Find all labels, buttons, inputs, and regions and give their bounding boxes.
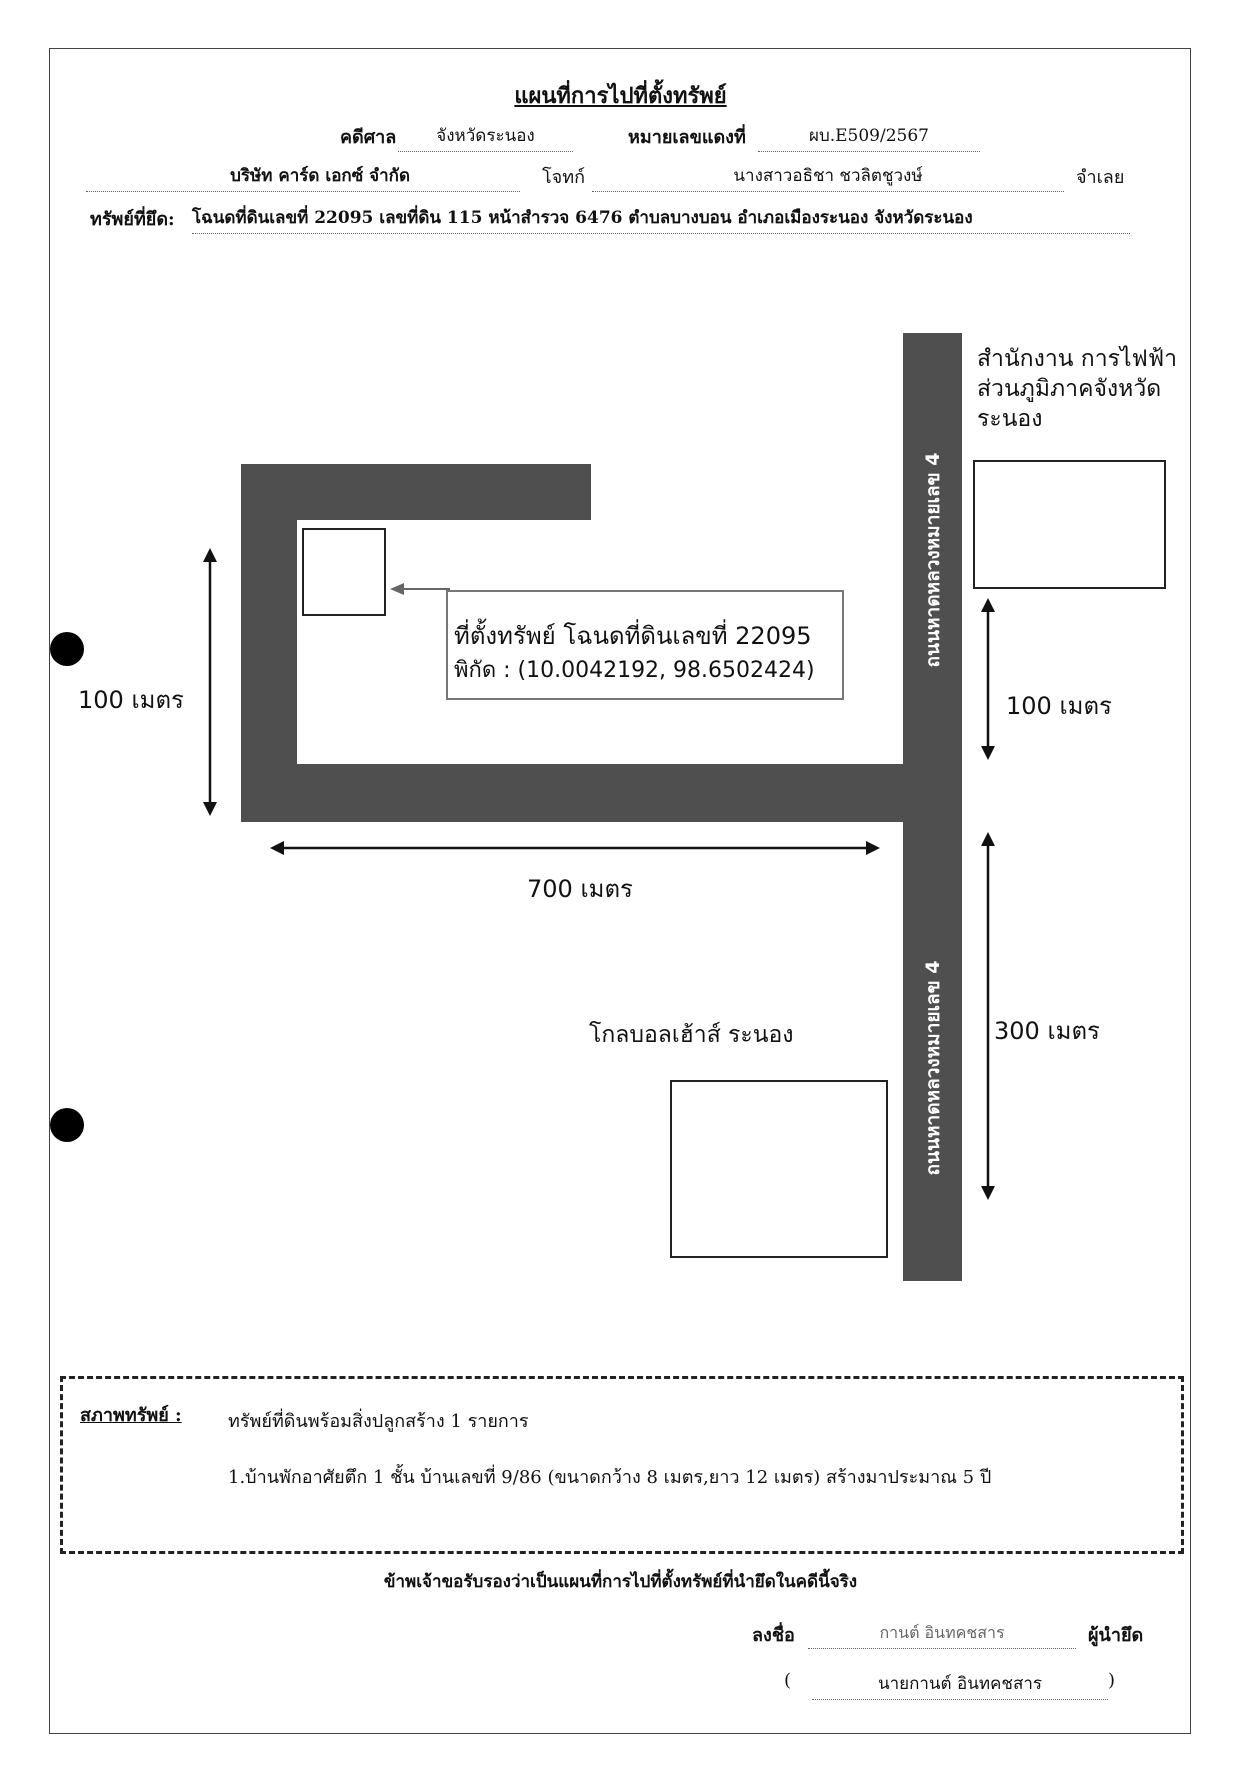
main-road-label-upper: ถนนหาดหลวงหมายเลข 4 bbox=[922, 452, 944, 668]
punch-hole-top bbox=[50, 632, 84, 666]
dimension-right-top-label: 100 เมตร bbox=[1006, 692, 1112, 720]
defendant-value: นางสาวอธิชา ชวลิตชูวงษ์ bbox=[592, 162, 1064, 192]
road-top-segment bbox=[241, 464, 591, 520]
page-frame bbox=[49, 48, 1191, 1734]
condition-line2: 1.บ้านพักอาศัยตึก 1 ชั้น บ้านเลขที่ 9/86… bbox=[228, 1467, 992, 1488]
property-label: ทรัพย์ที่ยึด: bbox=[90, 209, 175, 230]
callout-deed: ที่ตั้งทรัพย์ โฉนดที่ดินเลขที่ 22095 bbox=[454, 622, 812, 650]
punch-hole-bottom bbox=[50, 1108, 84, 1142]
document-title: แผนที่การไปที่ตั้งทรัพย์ bbox=[514, 83, 727, 109]
plaintiff-label: โจทก์ bbox=[542, 167, 585, 188]
certification-text: ข้าพเจ้าขอรับรองว่าเป็นแผนที่การไปที่ตั้… bbox=[383, 1572, 858, 1592]
case-label: คดีศาล bbox=[340, 127, 397, 148]
dimension-arrow-right-bottom bbox=[981, 832, 995, 1200]
dimension-arrow-left bbox=[203, 548, 217, 816]
property-callout: ที่ตั้งทรัพย์ โฉนดที่ดินเลขที่ 22095 พิก… bbox=[446, 590, 844, 700]
name-close-paren: ) bbox=[1108, 1670, 1116, 1691]
electricity-office-building bbox=[973, 460, 1166, 589]
signature: กานต์ อินทคชสาร bbox=[808, 1621, 1076, 1649]
dimension-arrow-bottom bbox=[270, 841, 880, 855]
road-bottom-segment bbox=[241, 764, 903, 822]
plaintiff-value: บริษัท คาร์ด เอกซ์ จำกัด bbox=[86, 162, 520, 192]
dimension-right-bottom-label: 300 เมตร bbox=[994, 1017, 1100, 1045]
signer-name: นายกานต์ อินทคชสาร bbox=[812, 1670, 1108, 1700]
condition-line1: ทรัพย์ที่ดินพร้อมสิ่งปลูกสร้าง 1 รายการ bbox=[228, 1411, 529, 1432]
dimension-arrow-right-top bbox=[981, 598, 995, 760]
sign-label: ลงชื่อ bbox=[752, 1625, 795, 1646]
signer-role: ผู้นำยึด bbox=[1088, 1625, 1144, 1646]
property-plot bbox=[302, 528, 386, 616]
name-open-paren: ( bbox=[784, 1670, 792, 1691]
property-value: โฉนดที่ดินเลขที่ 22095 เลขที่ดิน 115 หน้… bbox=[192, 204, 1130, 234]
globalhouse-label: โกลบอลเฮ้าส์ ระนอง bbox=[589, 1022, 794, 1048]
court-value: จังหวัดระนอง bbox=[398, 122, 573, 152]
condition-label: สภาพทรัพย์ : bbox=[80, 1405, 182, 1426]
condition-box bbox=[60, 1376, 1184, 1554]
dimension-left-label: 100 เมตร bbox=[78, 686, 184, 714]
callout-coordinates: พิกัด : (10.0042192, 98.6502424) bbox=[454, 658, 815, 683]
road-left-segment bbox=[241, 464, 297, 822]
callout-arrow bbox=[390, 583, 450, 595]
main-road bbox=[903, 333, 962, 1281]
redno-label: หมายเลขแดงที่ bbox=[628, 127, 746, 148]
electricity-office-label: สำนักงาน การไฟฟ้า ส่วนภูมิภาคจังหวัด ระน… bbox=[977, 346, 1178, 432]
defendant-label: จำเลย bbox=[1076, 167, 1125, 188]
globalhouse-building bbox=[670, 1080, 888, 1258]
dimension-bottom-label: 700 เมตร bbox=[527, 875, 633, 903]
redno-value: ผบ.E509/2567 bbox=[758, 122, 980, 152]
main-road-label-lower: ถนนหาดหลวงหมายเลข 4 bbox=[922, 960, 944, 1176]
